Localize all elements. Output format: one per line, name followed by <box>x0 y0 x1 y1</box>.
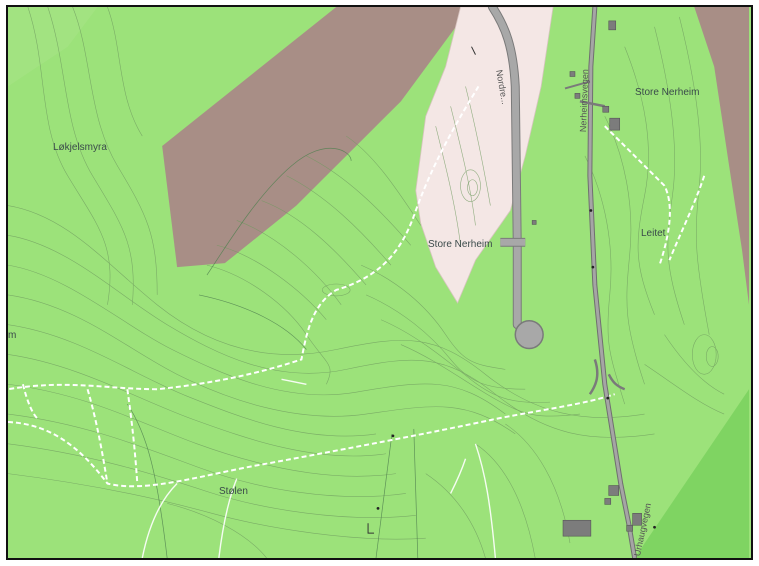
feature-symbol <box>367 523 375 534</box>
place-label-store-nerheim-ne[interactable]: Store Nerheim <box>635 87 700 98</box>
bare-rock-area-west <box>162 7 471 268</box>
map-viewport[interactable]: Store Nerheim Store Nerheim Løkjelsmyra … <box>6 5 753 560</box>
bare-rock-area-east <box>694 7 750 305</box>
map-canvas <box>8 7 751 558</box>
contour-lines <box>8 7 725 558</box>
place-label-store-nerheim[interactable]: Store Nerheim <box>428 239 493 250</box>
place-label-leitet[interactable]: Leitet <box>641 228 666 239</box>
tracks <box>141 378 497 558</box>
turning-circle <box>514 319 544 350</box>
place-label-stolen[interactable]: Stølen <box>219 486 248 497</box>
tick-mark <box>471 46 476 55</box>
footpaths <box>8 85 706 488</box>
buildings <box>531 20 642 537</box>
boundary-lines <box>127 148 419 558</box>
point-markers <box>376 209 656 529</box>
roads <box>487 7 638 558</box>
place-label-lokjelsmyra[interactable]: Løkjelsmyra <box>53 142 107 153</box>
place-label-edge[interactable]: m <box>8 330 17 341</box>
meadow-area <box>8 7 98 87</box>
